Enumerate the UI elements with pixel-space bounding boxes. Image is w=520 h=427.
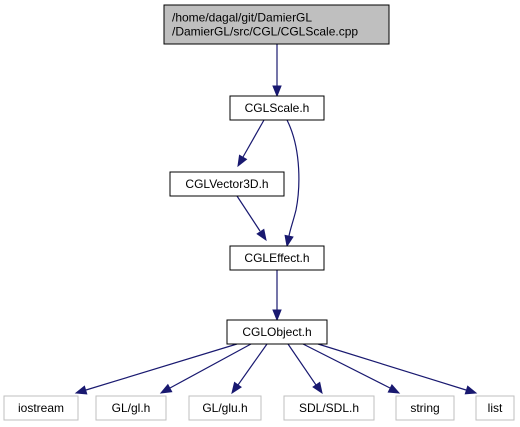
node-label: CGLObject.h bbox=[242, 325, 311, 339]
edge-line bbox=[317, 343, 467, 391]
node-cglscale[interactable]: CGLScale.h bbox=[229, 95, 325, 121]
node-box bbox=[229, 95, 325, 121]
node-iostream: iostream bbox=[3, 395, 79, 421]
arrowhead-icon bbox=[237, 154, 248, 168]
edge-line bbox=[242, 119, 265, 158]
nodes-layer: /home/dagal/git/DamierGL/DamierGL/src/CG… bbox=[3, 4, 515, 421]
arrowhead-icon bbox=[272, 85, 282, 98]
node-label: CGLVector3D.h bbox=[185, 177, 268, 191]
edge-line bbox=[287, 343, 317, 386]
node-cglobject[interactable]: CGLObject.h bbox=[226, 319, 328, 345]
node-box bbox=[475, 395, 515, 421]
node-gl: GL/gl.h bbox=[95, 395, 167, 421]
node-root[interactable]: /home/dagal/git/DamierGL/DamierGL/src/CG… bbox=[163, 4, 390, 45]
node-label: /home/dagal/git/DamierGL bbox=[172, 11, 312, 25]
node-label: CGLEffect.h bbox=[244, 251, 309, 265]
node-label: SDL/SDL.h bbox=[299, 401, 359, 415]
node-box bbox=[95, 395, 167, 421]
arrowhead-icon bbox=[284, 234, 294, 248]
edge-cglvector3d-to-cgleffect bbox=[236, 195, 267, 242]
edge-cglobject-to-sdl bbox=[287, 343, 323, 395]
arrowhead-icon bbox=[464, 385, 478, 395]
node-box bbox=[3, 395, 79, 421]
node-box bbox=[163, 4, 390, 45]
node-label: GL/glu.h bbox=[202, 401, 247, 415]
node-cgleffect[interactable]: CGLEffect.h bbox=[229, 245, 325, 271]
edge-cglscale-to-cgleffect bbox=[284, 119, 300, 248]
edge-line bbox=[169, 343, 252, 389]
edge-line bbox=[236, 195, 261, 232]
arrowhead-icon bbox=[387, 384, 401, 394]
edge-line bbox=[85, 343, 238, 391]
edge-cglobject-to-iostream bbox=[74, 343, 238, 395]
arrowhead-icon bbox=[159, 383, 173, 394]
edge-cgleffect-to-cglobject bbox=[272, 270, 282, 322]
node-label: CGLScale.h bbox=[245, 101, 310, 115]
node-label: string bbox=[410, 401, 439, 415]
edge-root-to-cglscale bbox=[272, 44, 282, 98]
edge-cglobject-to-gl bbox=[159, 343, 252, 394]
edge-cglobject-to-list bbox=[317, 343, 478, 395]
node-label: iostream bbox=[18, 401, 64, 415]
arrowhead-icon bbox=[256, 228, 267, 242]
node-label: /DamierGL/src/CGL/CGLScale.cpp bbox=[172, 25, 358, 39]
edge-line bbox=[302, 343, 391, 389]
node-box bbox=[226, 319, 328, 345]
node-box bbox=[283, 395, 375, 421]
arrowhead-icon bbox=[231, 381, 242, 395]
node-string: string bbox=[395, 395, 455, 421]
node-sdl: SDL/SDL.h bbox=[283, 395, 375, 421]
node-box bbox=[229, 245, 325, 271]
edge-line bbox=[237, 343, 268, 386]
node-box bbox=[395, 395, 455, 421]
edge-cglobject-to-glu bbox=[231, 343, 268, 395]
edge-cglscale-to-cglvector3d bbox=[237, 119, 265, 168]
node-label: GL/gl.h bbox=[112, 401, 151, 415]
node-cglvector3d[interactable]: CGLVector3D.h bbox=[169, 171, 285, 197]
node-list: list bbox=[475, 395, 515, 421]
arrowhead-icon bbox=[312, 381, 323, 395]
arrowhead-icon bbox=[272, 309, 282, 322]
node-box bbox=[169, 171, 285, 197]
node-box bbox=[188, 395, 262, 421]
node-glu: GL/glu.h bbox=[188, 395, 262, 421]
edge-cglobject-to-string bbox=[302, 343, 401, 394]
arrowhead-icon bbox=[74, 385, 88, 395]
node-label: list bbox=[488, 401, 503, 415]
edge-line bbox=[286, 119, 300, 237]
edges-layer bbox=[74, 44, 478, 395]
